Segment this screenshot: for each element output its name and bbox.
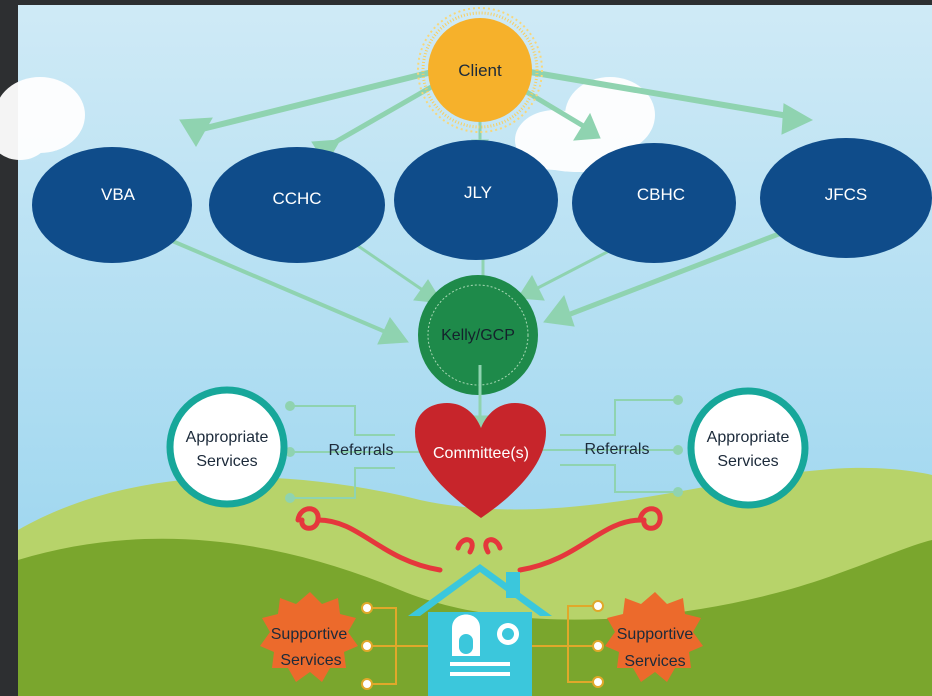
agency-label-jly: JLY [464,183,492,202]
supportive-right-line1: Supportive [617,626,694,643]
agency-label-vba: VBA [101,185,136,204]
referral-connectors-left [290,405,420,499]
appropriate-left-line1: Appropriate [186,429,269,446]
house-icon [408,564,552,696]
cloud-left-icon [0,77,85,160]
referrals-label-left: Referrals [329,442,394,459]
agency-jly[interactable] [394,140,558,260]
referral-connectors-right [540,399,678,493]
agency-nodes: VBA CCHC JLY CBHC JFCS [32,138,932,263]
house-connector-dots [361,600,604,690]
client-node[interactable]: Client [417,7,543,133]
referral-dots-left [285,401,295,503]
agency-label-cchc: CCHC [272,189,321,208]
agency-jfcs[interactable] [760,138,932,258]
supportive-services-right[interactable]: Supportive Services [605,592,703,682]
appropriate-right-line1: Appropriate [707,429,790,446]
committee-label: Committee(s) [433,445,529,462]
referral-dots-right [673,395,683,497]
agency-label-jfcs: JFCS [825,185,868,204]
appropriate-right-line2: Services [717,453,778,470]
supportive-services-left[interactable]: Supportive Services [260,592,358,682]
client-label: Client [458,61,502,80]
appropriate-left-line2: Services [196,453,257,470]
agency-cchc[interactable] [209,147,385,263]
ribbon-swirl-icon [295,506,663,573]
supportive-left-line2: Services [280,652,341,669]
supportive-right-line2: Services [624,653,685,670]
house-connectors [367,605,598,685]
supportive-left-line1: Supportive [271,626,348,643]
appropriate-services-left[interactable]: Appropriate Services [166,386,288,508]
agency-label-cbhc: CBHC [637,185,685,204]
coordinator-label: Kelly/GCP [441,327,515,344]
coordinator-node[interactable]: Kelly/GCP [418,275,538,395]
agency-cbhc[interactable] [572,143,736,263]
committee-heart-icon[interactable]: Committee(s) [415,403,546,518]
agency-vba[interactable] [32,147,192,263]
appropriate-services-right[interactable]: Appropriate Services [687,387,809,509]
referrals-label-right: Referrals [585,441,650,458]
